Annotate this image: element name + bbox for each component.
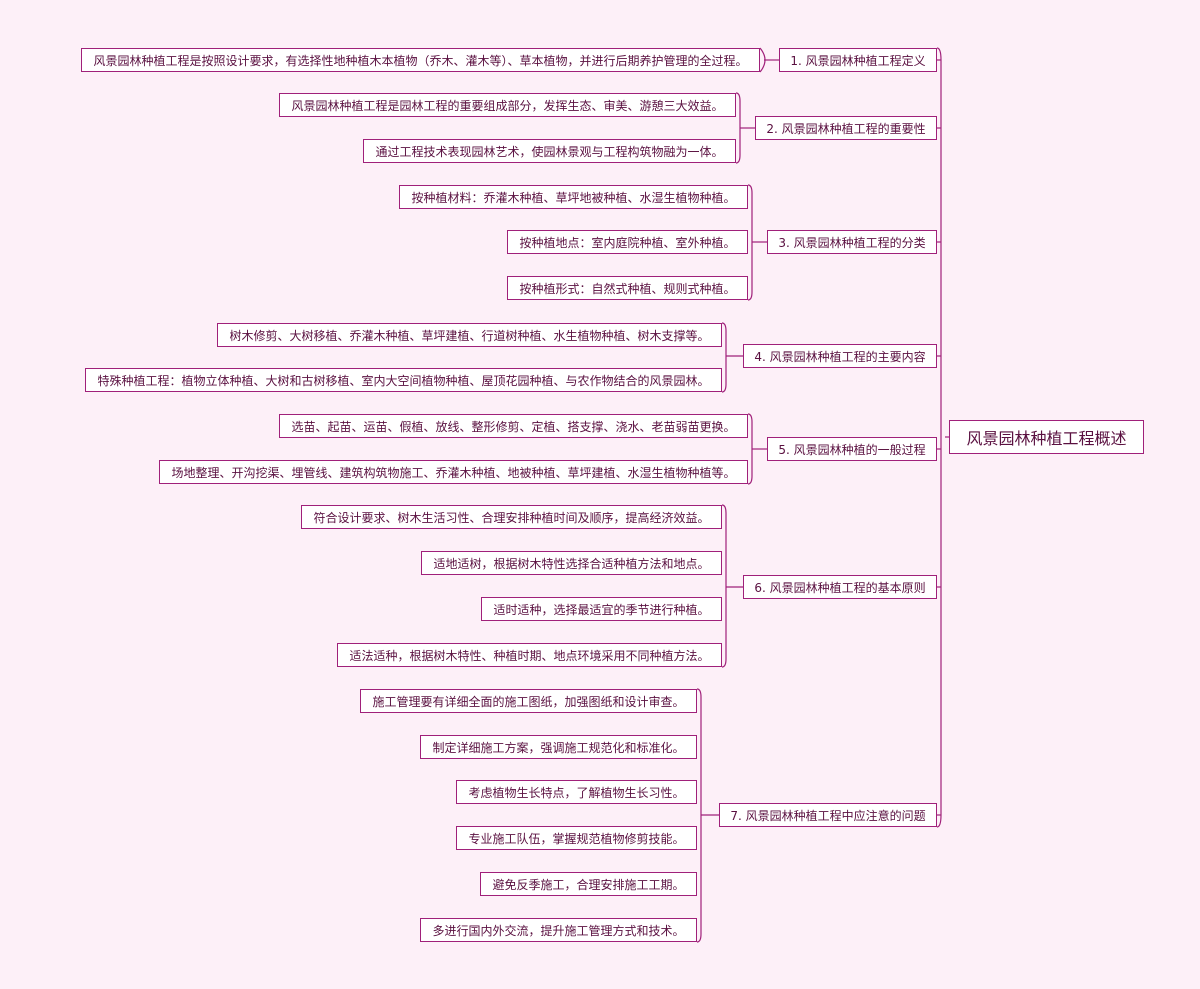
leaf-bracket-1 (759, 47, 766, 73)
leaf-node[interactable]: 多进行国内外交流，提升施工管理方式和技术。 (420, 918, 697, 942)
root-node[interactable]: 风景园林种植工程概述 (949, 420, 1144, 454)
leaf-node[interactable]: 按种植材料：乔灌木种植、草坪地被种植、水湿生植物种植。 (399, 185, 748, 209)
leaf-node[interactable]: 适时适种，选择最适宜的季节进行种植。 (481, 597, 722, 621)
leaf-bracket-2 (735, 92, 741, 164)
leaf-node[interactable]: 考虑植物生长特点，了解植物生长习性。 (456, 780, 697, 804)
leaf-node[interactable]: 特殊种植工程：植物立体种植、大树和古树移植、室内大空间植物种植、屋顶花园种植、与… (85, 368, 722, 392)
topic-node-7[interactable]: 7. 风景园林种植工程中应注意的问题 (719, 803, 937, 827)
leaf-node[interactable]: 符合设计要求、树木生活习性、合理安排种植时间及顺序，提高经济效益。 (301, 505, 722, 529)
leaf-node[interactable]: 按种植形式：自然式种植、规则式种植。 (507, 276, 748, 300)
leaf-node[interactable]: 避免反季施工，合理安排施工工期。 (480, 872, 697, 896)
leaf-node[interactable]: 通过工程技术表现园林艺术，使园林景观与工程构筑物融为一体。 (363, 139, 736, 163)
topic-node-4[interactable]: 4. 风景园林种植工程的主要内容 (743, 344, 937, 368)
topic-node-5[interactable]: 5. 风景园林种植的一般过程 (767, 437, 937, 461)
leaf-node[interactable]: 制定详细施工方案，强调施工规范化和标准化。 (420, 735, 697, 759)
leaf-node[interactable]: 适地适树，根据树木特性选择合适种植方法和地点。 (421, 551, 722, 575)
leaf-node[interactable]: 施工管理要有详细全面的施工图纸，加强图纸和设计审查。 (360, 689, 697, 713)
leaf-node[interactable]: 风景园林种植工程是按照设计要求，有选择性地种植木本植物（乔木、灌木等）、草本植物… (81, 48, 760, 72)
leaf-bracket-3 (747, 184, 753, 301)
leaf-bracket-5 (747, 413, 753, 485)
leaf-node[interactable]: 风景园林种植工程是园林工程的重要组成部分，发挥生态、审美、游憩三大效益。 (279, 93, 736, 117)
leaf-bracket-7 (696, 688, 702, 943)
topic-node-3[interactable]: 3. 风景园林种植工程的分类 (767, 230, 937, 254)
leaf-node[interactable]: 专业施工队伍，掌握规范植物修剪技能。 (456, 826, 697, 850)
leaf-node[interactable]: 树木修剪、大树移植、乔灌木种植、草坪建植、行道树种植、水生植物种植、树木支撑等。 (217, 323, 722, 347)
root-bracket (936, 47, 942, 828)
leaf-node[interactable]: 按种植地点：室内庭院种植、室外种植。 (507, 230, 748, 254)
leaf-node[interactable]: 选苗、起苗、运苗、假植、放线、整形修剪、定植、搭支撑、浇水、老苗弱苗更换。 (279, 414, 748, 438)
leaf-bracket-6 (721, 504, 727, 668)
leaf-node[interactable]: 场地整理、开沟挖渠、埋管线、建筑构筑物施工、乔灌木种植、地被种植、草坪建植、水湿… (159, 460, 748, 484)
topic-node-6[interactable]: 6. 风景园林种植工程的基本原则 (743, 575, 937, 599)
topic-node-2[interactable]: 2. 风景园林种植工程的重要性 (755, 116, 937, 140)
topic-node-1[interactable]: 1. 风景园林种植工程定义 (779, 48, 937, 72)
leaf-bracket-4 (721, 322, 727, 393)
leaf-node[interactable]: 适法适种，根据树木特性、种植时期、地点环境采用不同种植方法。 (337, 643, 722, 667)
